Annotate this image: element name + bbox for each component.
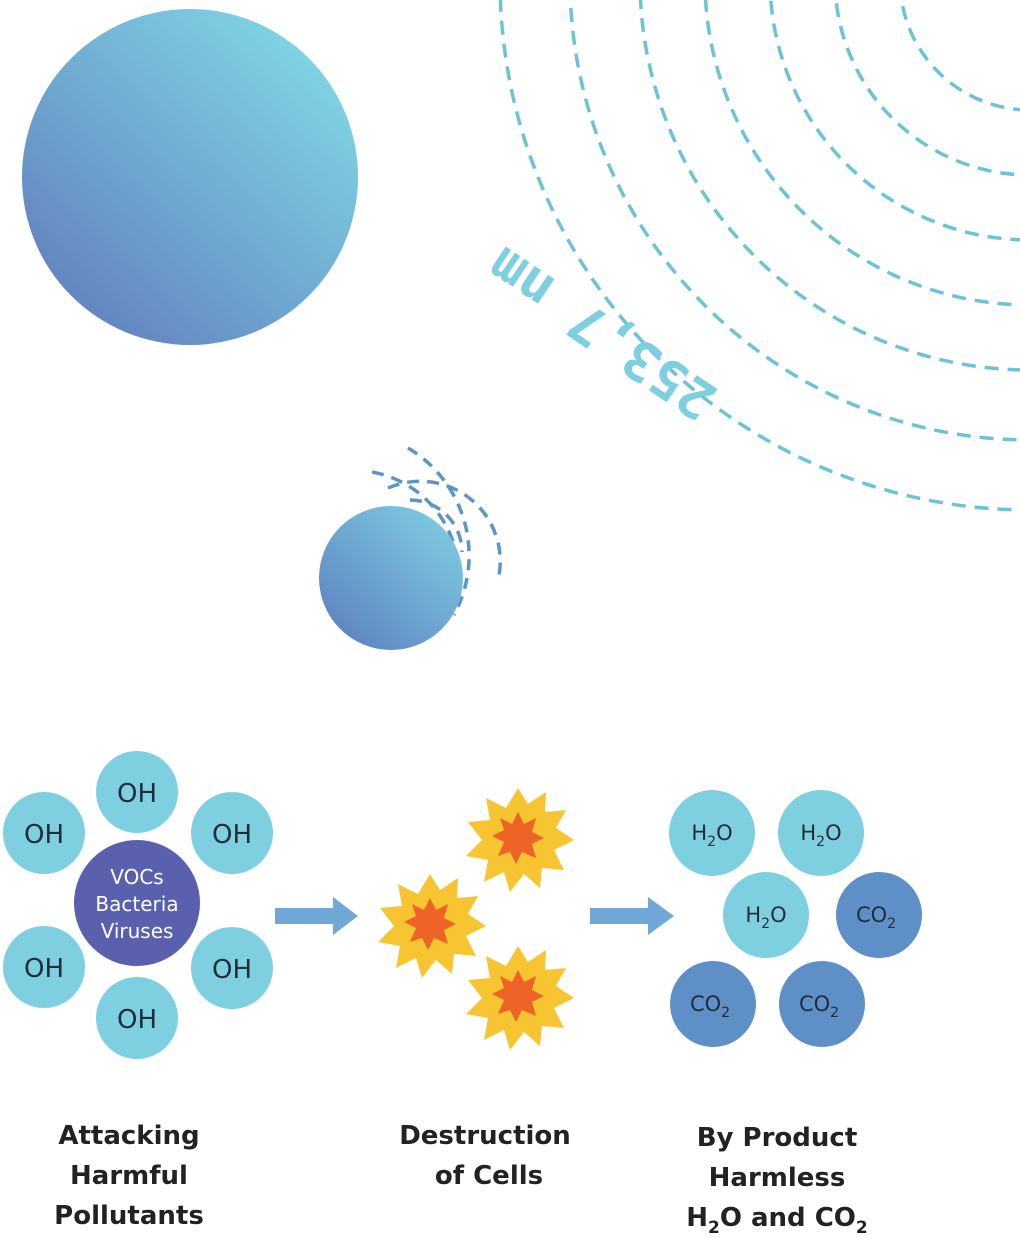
svg-text:Harmful: Harmful bbox=[70, 1161, 188, 1191]
byproduct-cluster: H2O H2O H2O CO2 CO2 CO2 bbox=[669, 790, 922, 1047]
svg-text:OH: OH bbox=[117, 1005, 157, 1035]
small-wave bbox=[371, 470, 461, 613]
caption-destruction: Destruction of Cells bbox=[399, 1121, 571, 1191]
wavelength-label: 253,7 nm bbox=[476, 235, 727, 433]
svg-text:OH: OH bbox=[212, 955, 252, 985]
svg-text:By Product: By Product bbox=[697, 1123, 858, 1153]
svg-text:OH: OH bbox=[24, 954, 64, 984]
uv-source-sphere bbox=[22, 9, 358, 345]
pollutant-core: VOCs Bacteria Viruses bbox=[74, 840, 200, 966]
small-wave bbox=[409, 498, 464, 553]
oh-molecule: OH bbox=[96, 977, 178, 1059]
burst bbox=[466, 788, 574, 892]
svg-text:H2O: H2O bbox=[691, 821, 732, 850]
svg-text:OH: OH bbox=[24, 820, 64, 850]
cell-destruction-bursts bbox=[378, 788, 574, 1050]
radiation-wave bbox=[638, 0, 1020, 372]
caption-attacking: Attacking Harmful Pollutants bbox=[54, 1121, 204, 1231]
svg-text:CO2: CO2 bbox=[799, 992, 839, 1021]
radiation-wave bbox=[769, 0, 1020, 242]
oh-molecule: OH bbox=[191, 927, 273, 1009]
burst bbox=[378, 874, 486, 978]
co2-molecule: CO2 bbox=[836, 872, 922, 958]
co2-molecule: CO2 bbox=[670, 961, 756, 1047]
h2o-molecule: H2O bbox=[669, 790, 755, 876]
burst bbox=[466, 946, 574, 1050]
svg-text:Destruction: Destruction bbox=[399, 1121, 571, 1151]
pollutant-cluster: OH OH OH OH OH OH VOCs Bacteria Viruses bbox=[3, 751, 273, 1059]
svg-text:H2O: H2O bbox=[800, 821, 841, 850]
h2o-molecule: H2O bbox=[778, 790, 864, 876]
svg-text:H2O: H2O bbox=[745, 903, 786, 932]
svg-text:Pollutants: Pollutants bbox=[54, 1201, 204, 1231]
core-label-bacteria: Bacteria bbox=[95, 892, 178, 916]
core-label-viruses: Viruses bbox=[101, 919, 174, 943]
oh-molecule: OH bbox=[96, 751, 178, 833]
svg-text:Harmless: Harmless bbox=[709, 1163, 846, 1193]
radiation-wave bbox=[834, 0, 1020, 177]
core-label-vocs: VOCs bbox=[110, 865, 163, 889]
oh-molecule: OH bbox=[3, 926, 85, 1008]
process-arrow-1 bbox=[275, 897, 358, 935]
caption-byproduct: By Product Harmless H2O and CO2 bbox=[686, 1123, 868, 1238]
radiation-waves bbox=[498, 0, 1020, 512]
svg-text:Attacking: Attacking bbox=[58, 1121, 199, 1151]
small-wave bbox=[407, 446, 471, 616]
small-wave bbox=[387, 479, 502, 581]
svg-text:of Cells: of Cells bbox=[435, 1161, 543, 1191]
radiation-wave bbox=[899, 0, 1020, 112]
svg-text:OH: OH bbox=[117, 779, 157, 809]
process-arrow-2 bbox=[590, 897, 674, 935]
oh-molecule: OH bbox=[3, 792, 85, 874]
co2-molecule: CO2 bbox=[779, 961, 865, 1047]
radiation-wave bbox=[703, 0, 1020, 307]
small-radiation-waves bbox=[371, 446, 502, 616]
h2o-molecule: H2O bbox=[723, 872, 809, 958]
svg-text:CO2: CO2 bbox=[856, 903, 896, 932]
particle-sphere bbox=[319, 506, 463, 650]
svg-text:CO2: CO2 bbox=[690, 992, 730, 1021]
svg-text:H2O and CO2: H2O and CO2 bbox=[686, 1203, 868, 1238]
oh-molecule: OH bbox=[191, 792, 273, 874]
svg-text:OH: OH bbox=[212, 820, 252, 850]
